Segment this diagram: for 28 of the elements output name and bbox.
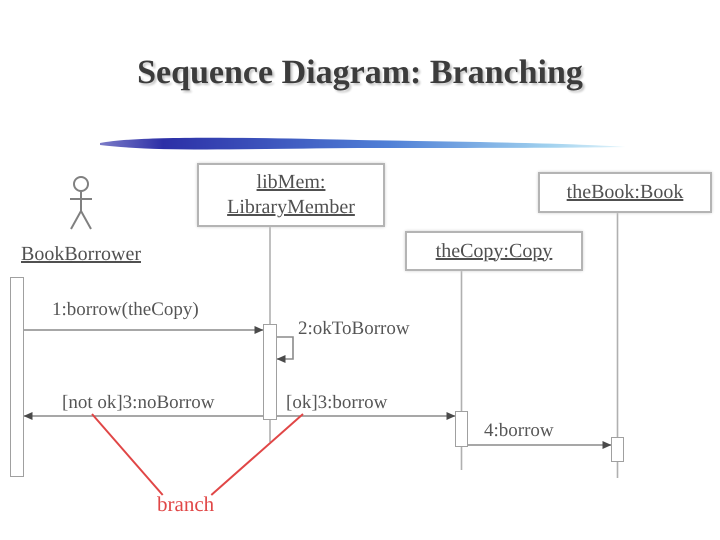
object-box [538,172,712,213]
slide-title: Sequence Diagram: Branching [137,54,583,92]
lifeline [616,212,618,479]
activation-bar [455,411,468,447]
annotation-text: branch [157,493,214,516]
message-label: 4:borrow [484,421,554,442]
message-arrow [276,336,294,364]
message-label: 1:borrow(theCopy) [52,300,199,321]
object-name: theCopy:Copy [436,238,552,264]
object-name: libMem: LibraryMember [226,170,356,220]
actor-name: BookBorrower [21,242,141,267]
lifeline [269,226,271,443]
message-arrow [24,326,264,334]
activation-bar [10,277,24,477]
lifeline [460,270,462,471]
message-label: [ok]3:borrow [286,393,388,414]
message-label: 2:okToBorrow [298,319,410,340]
message-label: [not ok]3:noBorrow [62,393,215,414]
message-arrow [468,440,612,450]
activation-bar [611,437,624,462]
message-arrow [24,412,263,420]
object-box [405,231,583,271]
leader-line [210,413,304,496]
message-arrow [277,412,456,420]
object-name: theBook:Book [566,180,684,205]
object-box [197,163,385,227]
leader-line [91,413,164,496]
activation-bar [263,324,277,420]
